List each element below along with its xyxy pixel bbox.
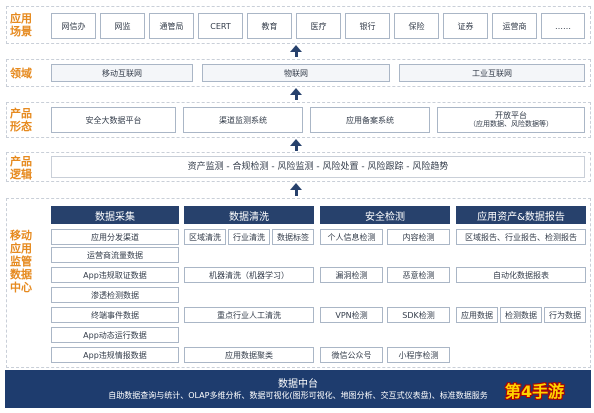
scene-item: 医疗 <box>296 13 341 39</box>
clean-item: 区域清洗 <box>184 229 226 245</box>
arrow-stem <box>294 52 298 57</box>
data-center-subtitle: 自助数据查询与统计、OLAP多维分析、数据可视化(图形可视化、地图分析、交互式仪… <box>108 391 488 400</box>
security-item: 恶意检测 <box>387 267 450 283</box>
scene-item: 教育 <box>247 13 292 39</box>
clean-item: 行业清洗 <box>228 229 270 245</box>
monitor-center-label: 移动应用监管数据中心 <box>10 228 32 294</box>
collect-item: 终端事件数据 <box>51 307 179 323</box>
report-item: 检测数据 <box>500 307 542 323</box>
collect-item: 应用分发渠道 <box>51 229 179 245</box>
up-arrow-icon <box>290 45 302 52</box>
security-item: 内容检测 <box>387 229 450 245</box>
clean-item: 机器清洗（机器学习） <box>184 267 314 283</box>
scene-item: CERT <box>198 13 243 39</box>
up-arrow-icon <box>290 88 302 95</box>
watermark-logo: 第4手游 <box>505 382 565 401</box>
product-form-item: 安全大数据平台 <box>51 107 176 133</box>
report-item: 应用数据 <box>456 307 498 323</box>
product-form-item: 渠道监测系统 <box>183 107 303 133</box>
collect-item: 运营商流量数据 <box>51 247 179 263</box>
security-item: 个人信息检测 <box>320 229 383 245</box>
domain-item: 移动互联网 <box>51 64 193 82</box>
scene-item: 通管局 <box>149 13 194 39</box>
domain-label: 领域 <box>10 66 32 80</box>
security-item: 漏洞检测 <box>320 267 383 283</box>
up-arrow-icon <box>290 183 302 190</box>
security-item: VPN检测 <box>320 307 383 323</box>
data-center-title: 数据中台 <box>278 379 318 390</box>
data-center-bar: 数据中台 自助数据查询与统计、OLAP多维分析、数据可视化(图形可视化、地图分析… <box>5 370 591 408</box>
column-header-security: 安全检测 <box>320 206 450 224</box>
collect-item: App违规情报数据 <box>51 347 179 363</box>
scene-item: 银行 <box>345 13 390 39</box>
product-logic-flow: 资产监测 - 合规检测 - 风险监测 - 风险处置 - 风险跟踪 - 风险趋势 <box>51 156 585 178</box>
security-item: 微信公众号 <box>320 347 383 363</box>
scene-item: 保险 <box>394 13 439 39</box>
up-arrow-icon <box>290 139 302 146</box>
scene-item: 网监 <box>100 13 145 39</box>
arrow-stem <box>294 95 298 100</box>
scene-item: 网信办 <box>51 13 96 39</box>
report-item: 区域报告、行业报告、检测报告 <box>456 229 586 245</box>
column-header-collect: 数据采集 <box>51 206 179 224</box>
collect-item: 渗透检测数据 <box>51 287 179 303</box>
arrow-stem <box>294 190 298 196</box>
scene-item: 证券 <box>443 13 488 39</box>
clean-item: 应用数据聚类 <box>184 347 314 363</box>
app-scene-label: 应用场景 <box>10 12 32 38</box>
product-form-item: 应用备案系统 <box>310 107 430 133</box>
open-platform-sub: （应用数据、风险数据等） <box>469 120 553 128</box>
security-item: SDK检测 <box>387 307 450 323</box>
report-item: 自动化数据报表 <box>456 267 586 283</box>
report-item: 行为数据 <box>544 307 586 323</box>
open-platform-box: 开放平台 （应用数据、风险数据等） <box>437 107 585 133</box>
collect-item: App违规取证数据 <box>51 267 179 283</box>
domain-item: 物联网 <box>202 64 390 82</box>
product-form-label: 产品形态 <box>10 107 32 133</box>
open-platform-title: 开放平台 <box>495 111 527 120</box>
security-item: 小程序检测 <box>387 347 450 363</box>
domain-item: 工业互联网 <box>399 64 585 82</box>
clean-item: 重点行业人工清洗 <box>184 307 314 323</box>
collect-item: App动态运行数据 <box>51 327 179 343</box>
scene-item: …… <box>541 13 585 39</box>
clean-item: 数据标签 <box>272 229 314 245</box>
column-header-clean: 数据清洗 <box>184 206 314 224</box>
arrow-stem <box>294 146 298 151</box>
column-header-report: 应用资产&数据报告 <box>456 206 586 224</box>
scene-item: 运营商 <box>492 13 537 39</box>
product-logic-label: 产品逻辑 <box>10 155 32 181</box>
